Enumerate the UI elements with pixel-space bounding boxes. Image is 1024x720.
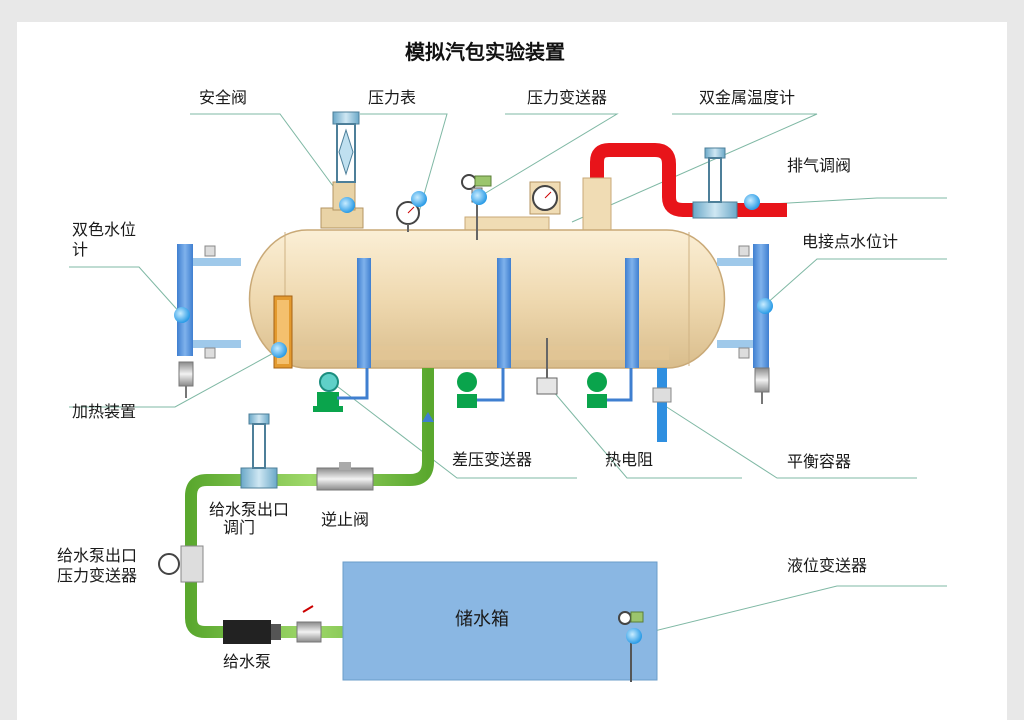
diagram-canvas: 模拟汽包实验装置 安全阀 压力表 压力变送器 双金属温度计 排气调阀 双色水位 … — [17, 22, 1007, 720]
label-feed-pump: 给水泵 — [223, 652, 272, 671]
label-bimetal-thermometer: 双金属温度计 — [699, 88, 796, 107]
safety-valve-graphic — [320, 111, 364, 229]
label-thermal-resistor: 热电阻 — [605, 450, 654, 469]
diagram-graphics — [69, 111, 947, 682]
leader-lines — [69, 113, 947, 637]
label-level-transmitter: 液位变送器 — [787, 556, 868, 575]
exhaust-valve-graphic — [692, 147, 738, 219]
label-heater: 加热装置 — [72, 402, 137, 421]
marker-dots — [174, 189, 773, 644]
thermometer-dial-graphic — [529, 181, 561, 215]
label-pump-outlet-pt-2: 压力变送器 — [57, 566, 138, 585]
label-electrode-level: 电接点水位计 — [802, 232, 899, 251]
drum-tubes — [357, 258, 639, 368]
balance-vessel-graphic — [652, 368, 672, 442]
feed-pump-graphic — [223, 605, 322, 644]
level-transmitter-graphic — [618, 611, 644, 682]
label-pressure-transmitter: 压力变送器 — [527, 88, 608, 107]
label-pressure-gauge: 压力表 — [368, 88, 417, 107]
right-level-gauge — [717, 244, 770, 404]
label-check-valve: 逆止阀 — [321, 510, 370, 529]
steam-pipe — [582, 143, 787, 233]
dp-transmitters — [313, 372, 607, 412]
check-valve-graphic — [316, 462, 374, 491]
impulse-lines — [337, 368, 633, 402]
steam-drum — [248, 216, 726, 369]
label-dp-transmitter: 差压变送器 — [452, 450, 533, 469]
thermal-resistor-graphic — [536, 338, 558, 395]
diagram-title: 模拟汽包实验装置 — [405, 40, 565, 64]
label-pump-outlet-pt-1: 给水泵出口 — [57, 546, 138, 565]
left-level-gauge — [177, 244, 241, 398]
label-pump-outlet-valve-2: 调门 — [223, 518, 256, 537]
label-safety-valve: 安全阀 — [199, 88, 248, 107]
label-two-color-level-2: 计 — [72, 240, 89, 259]
water-tank — [342, 561, 658, 681]
label-water-tank: 储水箱 — [455, 609, 509, 630]
label-pump-outlet-valve-1: 给水泵出口 — [209, 500, 290, 519]
feed-water-pipe — [185, 368, 434, 638]
pump-outlet-valve-graphic — [240, 413, 278, 489]
label-two-color-level-1: 双色水位 — [72, 220, 137, 239]
pressure-gauge-graphic — [396, 201, 420, 232]
label-balance-vessel: 平衡容器 — [787, 452, 852, 471]
label-exhaust-valve: 排气调阀 — [787, 156, 852, 175]
pump-outlet-pt-graphic — [158, 545, 204, 583]
